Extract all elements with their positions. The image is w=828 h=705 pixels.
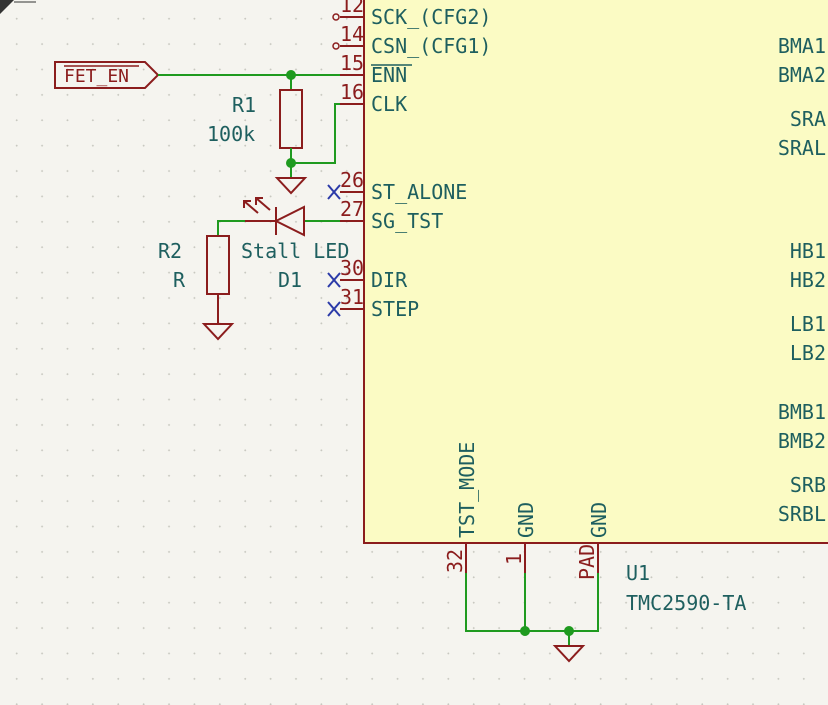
pin-name[interactable]: SRA bbox=[790, 107, 826, 131]
led-d1[interactable] bbox=[243, 197, 340, 237]
gnd-wires[interactable] bbox=[465, 573, 599, 645]
pin-number: 26 bbox=[340, 168, 364, 192]
r2-reference[interactable]: R2 bbox=[158, 239, 182, 263]
ic-pin-26[interactable]: 26 ST_ALONE bbox=[340, 168, 467, 204]
pin-number: 14 bbox=[340, 22, 364, 46]
pin-number: 12 bbox=[340, 0, 364, 17]
pin-name[interactable]: BMA1 bbox=[778, 34, 826, 58]
pin-name: GND bbox=[587, 502, 611, 538]
d1-value[interactable]: Stall LED bbox=[241, 239, 349, 263]
pin-name[interactable]: HB1 bbox=[790, 239, 826, 263]
resistor-r2[interactable] bbox=[206, 220, 245, 324]
pin-number: 31 bbox=[340, 285, 364, 309]
resistor-r1[interactable] bbox=[279, 89, 340, 178]
pin-name[interactable]: SRAL bbox=[778, 136, 826, 160]
pin-name: ST_ALONE bbox=[371, 180, 467, 204]
ic-pin-31[interactable]: 31 STEP bbox=[340, 285, 419, 321]
ic-pin-16[interactable]: 16 CLK bbox=[340, 80, 407, 116]
ic-body[interactable] bbox=[363, 0, 828, 544]
pin-number: 32 bbox=[443, 549, 467, 573]
pin-name[interactable]: HB2 bbox=[790, 268, 826, 292]
pin-name: DIR bbox=[371, 268, 408, 292]
pin-name[interactable]: BMB1 bbox=[778, 400, 826, 424]
pin-name: SCK_(CFG2) bbox=[371, 5, 491, 29]
pin-number: 16 bbox=[340, 80, 364, 104]
pin-name: ENN bbox=[371, 63, 407, 87]
pin-name[interactable]: BMA2 bbox=[778, 63, 826, 87]
pin-name[interactable]: SRB bbox=[790, 473, 826, 497]
ic-pin-30[interactable]: 30 DIR bbox=[340, 256, 408, 292]
mouse-cursor-icon bbox=[0, 0, 36, 14]
ground-symbol-icon[interactable] bbox=[552, 645, 586, 663]
ic-pin-32[interactable]: TST_MODE 32 bbox=[443, 442, 479, 573]
d1-reference[interactable]: D1 bbox=[278, 268, 302, 292]
pin-number: 1 bbox=[502, 553, 526, 565]
pin-name: CLK bbox=[371, 92, 407, 116]
ic-value[interactable]: TMC2590-TA bbox=[626, 591, 746, 615]
pin-name[interactable]: LB1 bbox=[790, 312, 826, 336]
net-label-text: FET_EN bbox=[64, 66, 129, 87]
no-connect-icon bbox=[327, 184, 341, 317]
pin-number: 15 bbox=[340, 51, 364, 75]
r2-value[interactable]: R bbox=[173, 268, 186, 292]
pin-name[interactable]: SRBL bbox=[778, 502, 826, 526]
ic-pin-15[interactable]: 15 ENN bbox=[340, 51, 412, 87]
ic-right-pins: BMA1 BMA2 SRA SRAL HB1 HB2 LB1 LB2 BMB1 … bbox=[778, 34, 826, 526]
pin-number: 27 bbox=[340, 197, 364, 221]
ic-reference[interactable]: U1 bbox=[626, 561, 650, 585]
enn-wire[interactable] bbox=[158, 70, 340, 90]
pin-name[interactable]: BMB2 bbox=[778, 429, 826, 453]
net-label-fet-en[interactable]: FET_EN bbox=[54, 61, 160, 89]
ground-symbol-icon[interactable] bbox=[274, 177, 308, 195]
ic-pin-27[interactable]: 27 SG_TST bbox=[340, 197, 443, 233]
light-emission-icon bbox=[243, 197, 271, 214]
r1-reference[interactable]: R1 bbox=[232, 93, 256, 117]
ic-pin-14[interactable]: 14 CSN_(CFG1) bbox=[332, 22, 491, 58]
ic-pin-pad[interactable]: GND PAD bbox=[575, 502, 611, 580]
ic-pin-1[interactable]: GND 1 bbox=[502, 502, 538, 573]
ground-symbol-icon[interactable] bbox=[201, 323, 235, 341]
pin-name: STEP bbox=[371, 297, 419, 321]
pin-name: CSN_(CFG1) bbox=[371, 34, 491, 58]
pin-name[interactable]: LB2 bbox=[790, 341, 826, 365]
pin-name: SG_TST bbox=[371, 209, 443, 233]
pin-number: 30 bbox=[340, 256, 364, 280]
pin-name: TST_MODE bbox=[455, 442, 479, 538]
pin-number: PAD bbox=[575, 544, 599, 580]
pin-name: GND bbox=[514, 502, 538, 538]
ic-pin-12[interactable]: 12 SCK_(CFG2) bbox=[332, 0, 491, 29]
r1-value[interactable]: 100k bbox=[207, 122, 255, 146]
